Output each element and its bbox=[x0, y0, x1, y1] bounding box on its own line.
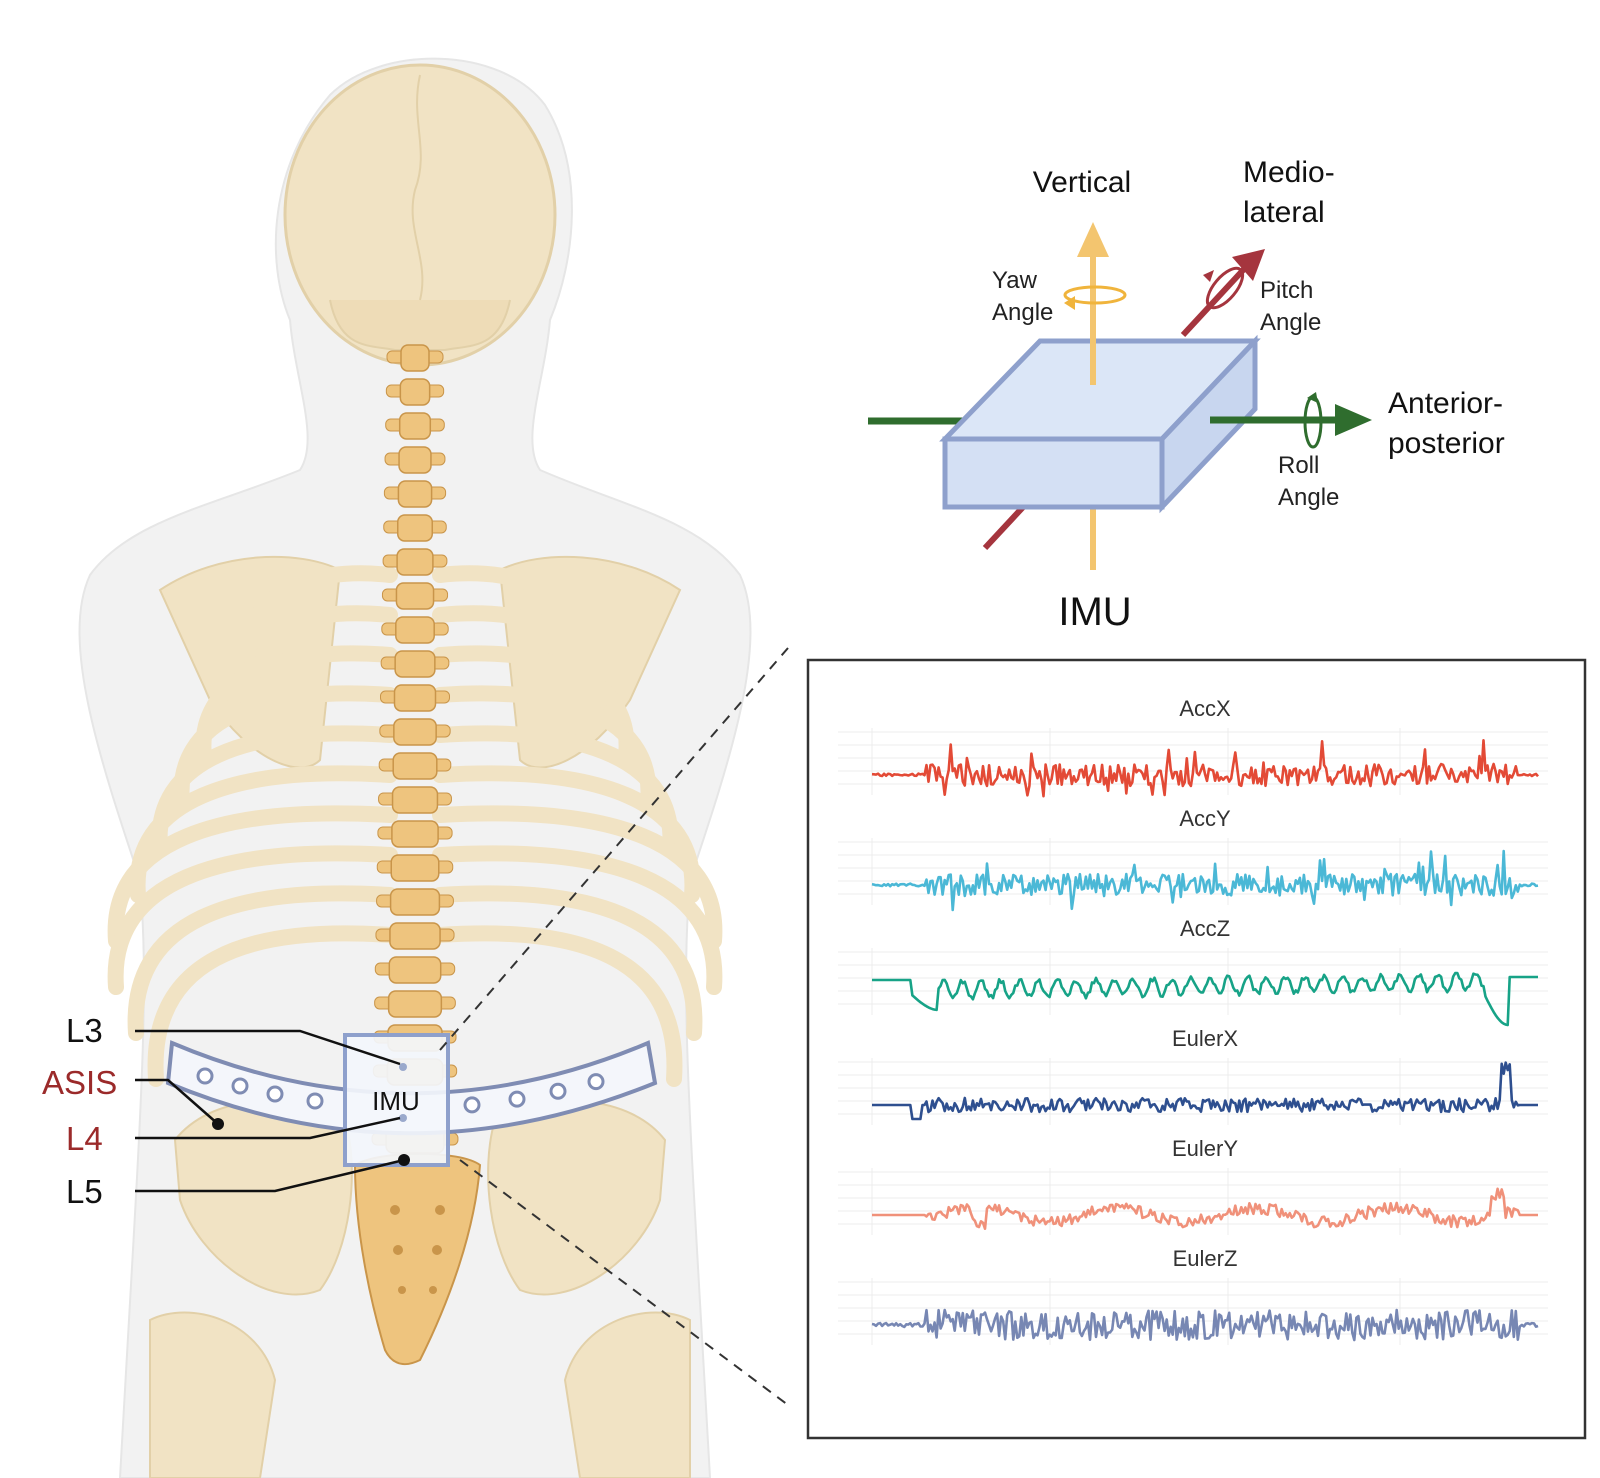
vertebra bbox=[397, 480, 433, 508]
label-mediolateral-2: lateral bbox=[1243, 196, 1325, 229]
signal-title: EulerY bbox=[1172, 1136, 1238, 1161]
skull bbox=[283, 63, 557, 367]
mediolateral-arrowhead bbox=[1232, 249, 1265, 281]
imu-device-label: IMU bbox=[372, 1086, 420, 1116]
label-l5: L5 bbox=[66, 1173, 103, 1210]
rib-left bbox=[127, 885, 398, 1041]
rib-right bbox=[432, 845, 723, 995]
pelvis bbox=[149, 1100, 691, 1478]
mediolateral-axis bbox=[1180, 265, 1248, 338]
belt-hole bbox=[266, 1085, 284, 1103]
rib-cage bbox=[107, 565, 723, 1087]
vertebra bbox=[387, 990, 443, 1018]
rib-left bbox=[107, 805, 398, 949]
label-l3: L3 bbox=[66, 1012, 103, 1049]
belt-hole bbox=[549, 1082, 567, 1100]
vertebra bbox=[398, 412, 432, 440]
label-leaders bbox=[135, 1029, 405, 1193]
imu-caption: IMU bbox=[1058, 590, 1131, 634]
belt-hole bbox=[196, 1067, 214, 1085]
signals-panel: AccX AccY AccZ EulerX EulerY EulerZ bbox=[806, 658, 1587, 1440]
vertebra bbox=[393, 684, 437, 712]
belt-hole bbox=[306, 1092, 324, 1110]
anteroposterior-arrowhead bbox=[1335, 404, 1372, 436]
signal-title: EulerZ bbox=[1173, 1246, 1238, 1271]
label-mediolateral-1: Medio- bbox=[1243, 156, 1335, 189]
label-roll-1: Roll bbox=[1278, 452, 1319, 479]
label-yaw-1: Yaw bbox=[992, 267, 1038, 294]
asis-marker bbox=[212, 1118, 224, 1130]
anatomy-illustration: IMU L3 ASIS L4 L5 bbox=[42, 57, 752, 1478]
rib-right bbox=[432, 925, 683, 1087]
roll-rotation-icon bbox=[1303, 392, 1323, 449]
lumbar-belt bbox=[165, 1040, 658, 1136]
imu-device: IMU bbox=[343, 1033, 450, 1167]
signal-title: AccZ bbox=[1180, 916, 1230, 941]
vertebra bbox=[391, 786, 439, 814]
vertebra bbox=[394, 650, 436, 678]
belt-hole bbox=[231, 1077, 249, 1095]
vertebra bbox=[400, 344, 430, 372]
rib-left bbox=[147, 925, 398, 1087]
signal-line bbox=[871, 738, 1539, 798]
belt-hole bbox=[587, 1073, 605, 1091]
label-vertical: Vertical bbox=[1033, 166, 1131, 199]
signal-line bbox=[872, 1061, 1538, 1121]
signal-line bbox=[872, 1187, 1538, 1230]
zoom-connector-lines bbox=[439, 647, 789, 1406]
signal-traces: AccX AccY AccZ EulerX EulerY EulerZ bbox=[838, 696, 1548, 1345]
label-anteroposterior-2: posterior bbox=[1388, 427, 1505, 460]
vertebra bbox=[395, 616, 435, 644]
label-yaw-2: Angle bbox=[992, 299, 1053, 326]
vertebra bbox=[393, 718, 437, 746]
signal-title: EulerX bbox=[1172, 1026, 1238, 1051]
belt-holes bbox=[196, 1067, 605, 1114]
signal-line bbox=[871, 849, 1539, 912]
vertebra bbox=[396, 548, 434, 576]
pitch-rotation-icon bbox=[1203, 266, 1245, 310]
vertebra bbox=[390, 854, 440, 882]
l5-marker bbox=[398, 1154, 410, 1166]
label-asis: ASIS bbox=[42, 1064, 117, 1101]
label-roll-2: Angle bbox=[1278, 484, 1339, 511]
label-l4: L4 bbox=[66, 1120, 103, 1157]
rib-right bbox=[432, 805, 723, 949]
vertebra bbox=[388, 956, 442, 984]
belt-hole bbox=[508, 1090, 526, 1108]
vertebra bbox=[389, 922, 441, 950]
vertebra bbox=[392, 752, 438, 780]
belt-hole bbox=[463, 1096, 481, 1114]
vertebra bbox=[398, 446, 432, 474]
label-anteroposterior-1: Anterior- bbox=[1388, 387, 1503, 420]
signal-title: AccX bbox=[1179, 696, 1231, 721]
vertebra bbox=[399, 378, 431, 406]
signal-line bbox=[871, 1308, 1539, 1342]
label-pitch-1: Pitch bbox=[1260, 277, 1313, 304]
vertebra bbox=[397, 514, 433, 542]
vertical-arrowhead bbox=[1077, 222, 1109, 257]
rib-left bbox=[107, 845, 398, 995]
yaw-rotation-icon bbox=[1063, 285, 1127, 310]
imu-box bbox=[939, 334, 1261, 514]
label-pitch-2: Angle bbox=[1260, 309, 1321, 336]
signal-line bbox=[872, 971, 1538, 1027]
imu-axes-diagram: Vertical Medio- lateral Anterior- poster… bbox=[868, 156, 1505, 634]
vertebra bbox=[395, 582, 435, 610]
signal-title: AccY bbox=[1179, 806, 1231, 831]
rib-right bbox=[432, 885, 703, 1041]
vertebra bbox=[391, 820, 439, 848]
vertebra bbox=[389, 888, 441, 916]
